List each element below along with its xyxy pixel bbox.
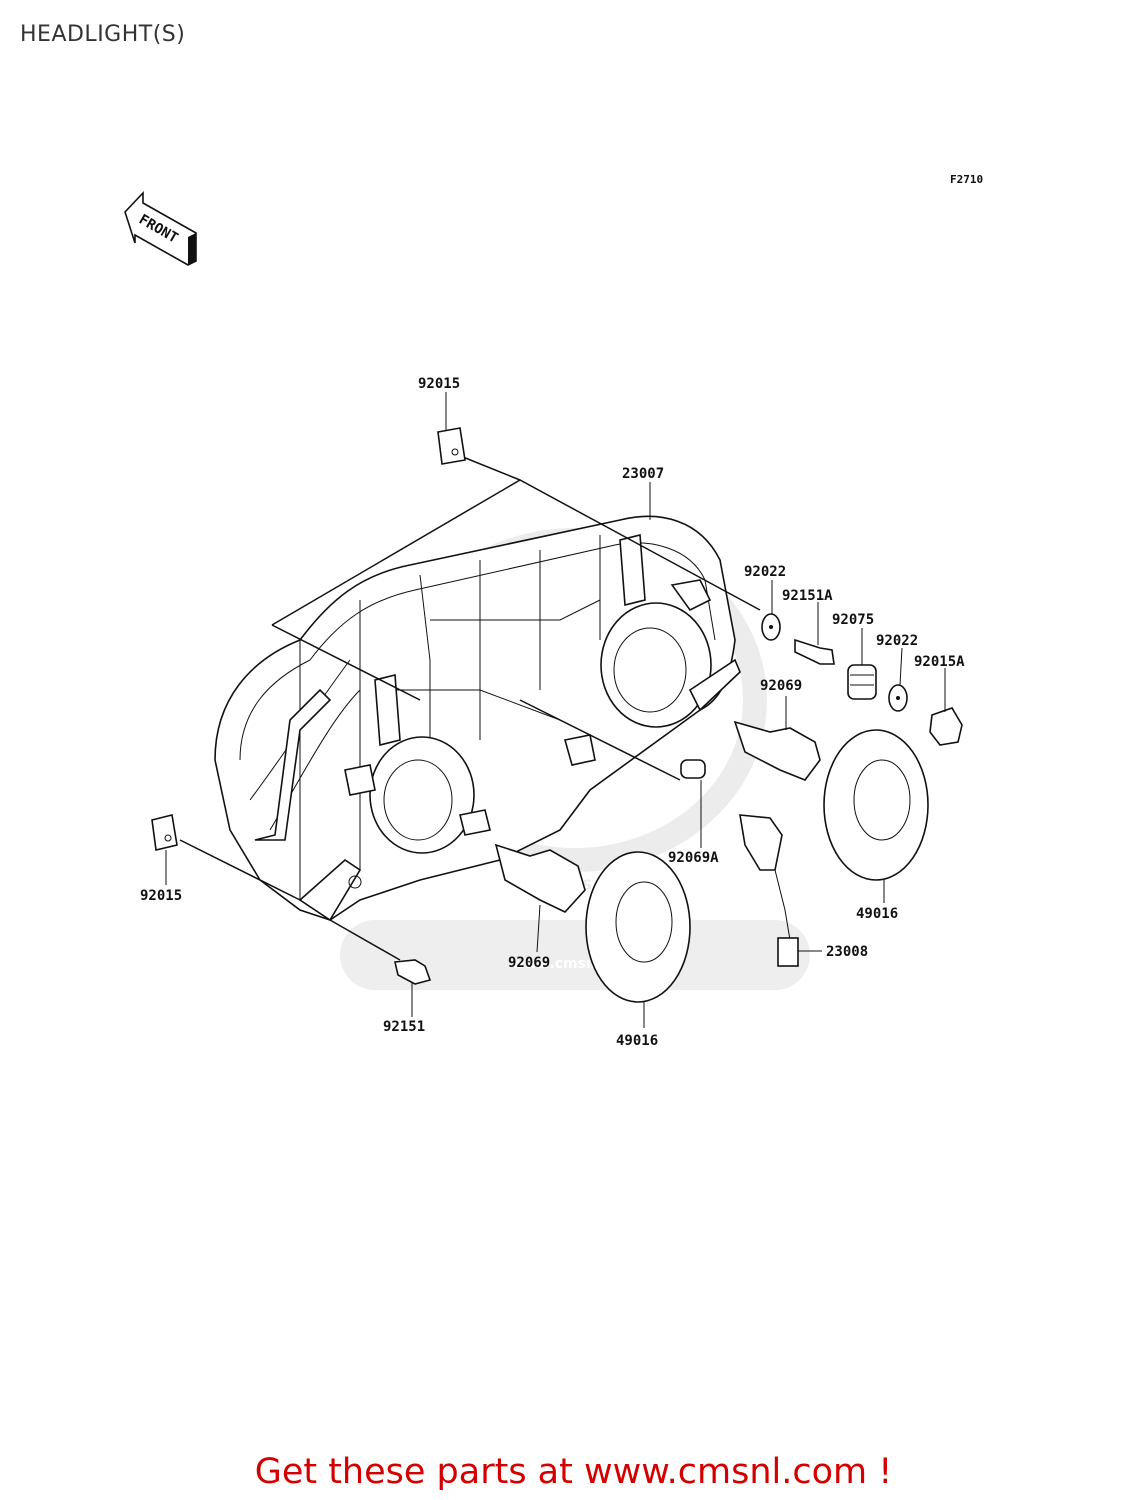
label-49016-bottom: 49016 [616, 1033, 658, 1049]
part-labels: 92015 23007 92022 92151A 92075 92022 920… [140, 376, 965, 1049]
label-92075: 92075 [832, 612, 874, 628]
callout-lines [165, 392, 946, 1028]
label-92022-a: 92022 [744, 564, 786, 580]
label-92015A: 92015A [914, 654, 965, 670]
label-92151: 92151 [383, 1019, 425, 1035]
label-92069A: 92069A [668, 850, 719, 866]
promo-link[interactable]: Get these parts at www.cmsnl.com ! [254, 1452, 893, 1492]
front-arrow-icon: FRONT [124, 190, 197, 266]
ref-code: F2710 [950, 173, 983, 186]
label-92069-bottom: 92069 [508, 955, 550, 971]
label-92015-left: 92015 [140, 888, 182, 904]
label-92022-b: 92022 [876, 633, 918, 649]
small-parts [151, 427, 963, 1003]
page-title: HEADLIGHT(S) [20, 22, 186, 47]
label-92069-right: 92069 [760, 678, 802, 694]
label-49016-right: 49016 [856, 906, 898, 922]
leader-lines [179, 454, 761, 961]
headlight-housing [214, 515, 741, 922]
label-92151A: 92151A [782, 588, 833, 604]
label-23007: 23007 [622, 466, 664, 482]
label-92015-top: 92015 [418, 376, 460, 392]
label-23008: 23008 [826, 944, 868, 960]
